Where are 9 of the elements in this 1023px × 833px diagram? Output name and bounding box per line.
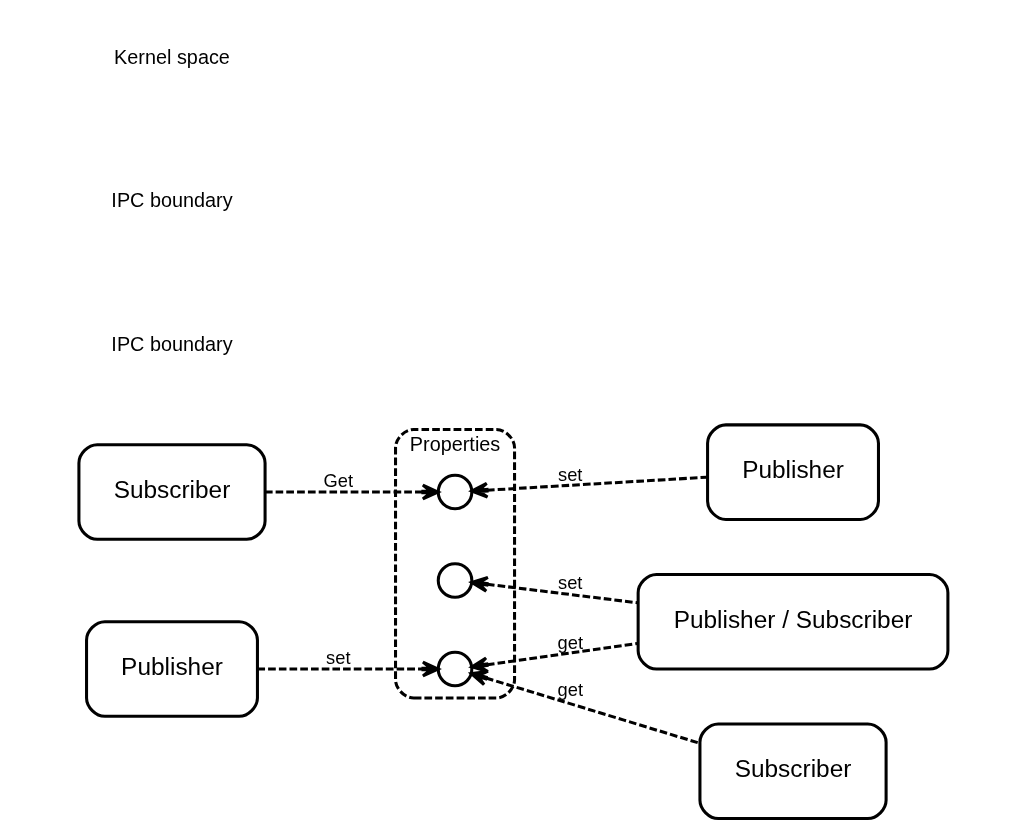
label: Kernel space [114, 45, 230, 68]
edge-label: set [326, 646, 351, 668]
label: IPC boundary [111, 189, 233, 212]
edge-label: get [557, 678, 583, 700]
edge-label: set [558, 463, 583, 485]
edge-label: set [558, 572, 583, 594]
edge-label: Get [323, 469, 354, 491]
label: IPC boundary [111, 332, 233, 355]
edge-label: get [557, 631, 583, 653]
